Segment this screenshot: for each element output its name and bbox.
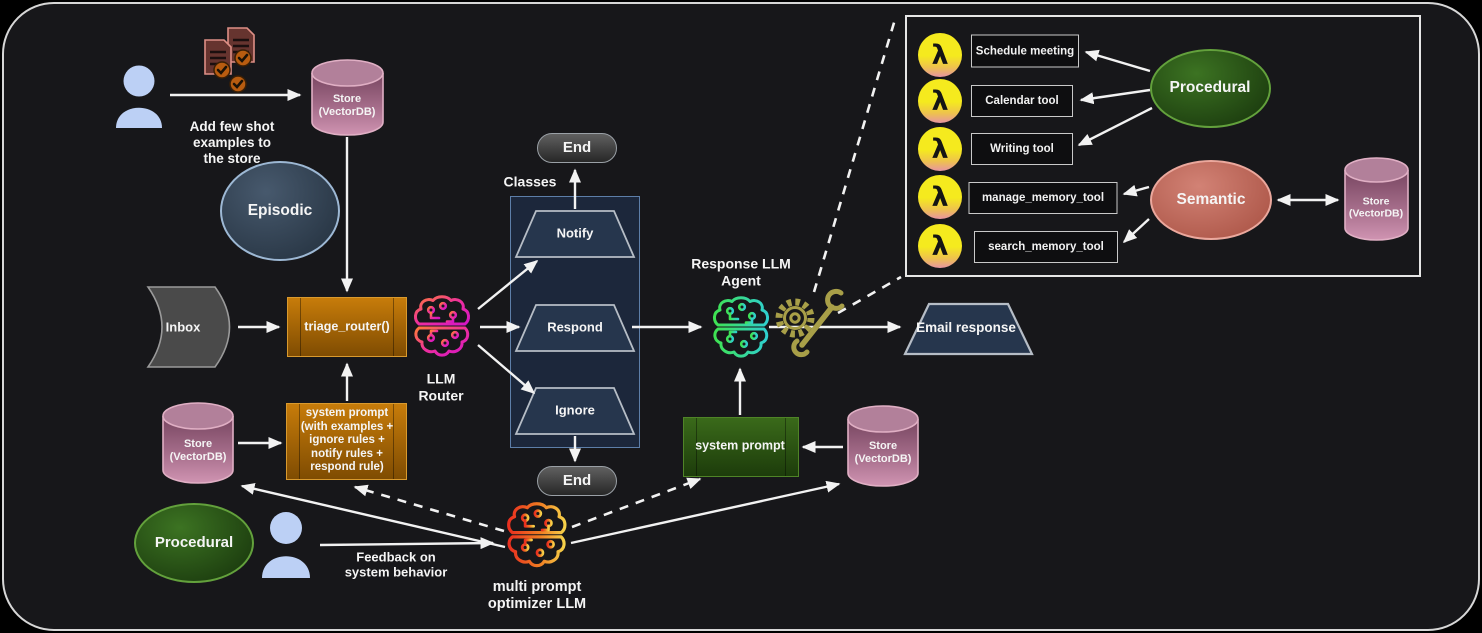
feedback-label: Feedback on system behavior [344, 549, 448, 580]
procedural-label-bottom: Procedural [154, 534, 234, 552]
tool-manage-memory: manage_memory_tool [968, 182, 1118, 214]
procedural-ellipse-panel [1150, 49, 1271, 128]
system-prompt-full-box [286, 403, 407, 480]
semantic-ellipse [1150, 160, 1272, 240]
lambda-icon-5: λ [918, 224, 962, 268]
system-prompt-box [683, 417, 799, 477]
lambda-icon-1: λ [918, 33, 962, 77]
tool-writing: Writing tool [971, 133, 1073, 165]
gear-icon [775, 298, 815, 338]
optimizer-brain-icon [507, 502, 567, 568]
add-examples-label: Add few shot examples to the store [189, 119, 275, 166]
system-prompt-full-label: system prompt (with examples + ignore ru… [300, 407, 394, 474]
semantic-label: Semantic [1176, 190, 1246, 208]
notify-trapezoid [514, 210, 636, 258]
wrench-icon [791, 288, 845, 358]
llm-router-brain-icon [413, 295, 471, 357]
lambda-icon-4: λ [918, 175, 962, 219]
end-label-bottom: End [562, 472, 592, 490]
store-cylinder-episodic [311, 59, 384, 136]
store-cylinders [162, 59, 1409, 487]
optimizer-label: multi prompt optimizer LLM [487, 578, 587, 612]
tool-schedule-meeting: Schedule meeting [971, 34, 1079, 68]
end-pill-top [537, 133, 617, 163]
procedural-ellipse-bottom [134, 503, 254, 583]
notify-label: Notify [556, 225, 594, 241]
dashed-connectors [353, 15, 902, 533]
response-agent-brain-icon [712, 296, 770, 358]
store-label-semantic: Store (VectorDB) [1348, 195, 1404, 220]
feedback-person-icon [262, 512, 310, 578]
procedural-label-panel: Procedural [1169, 78, 1251, 96]
lambda-icon-3: λ [918, 127, 962, 171]
triage-router-box [287, 297, 407, 357]
end-label-top: End [562, 139, 592, 157]
response-agent-label: Response LLM Agent [691, 255, 791, 288]
user-person-icon [116, 65, 162, 128]
system-prompt-label: system prompt [695, 438, 785, 453]
documents-icon [204, 27, 255, 93]
respond-label: Respond [547, 319, 603, 335]
episodic-label: Episodic [247, 201, 313, 219]
check-badge-icons [213, 49, 252, 93]
store-cylinder-semantic [1344, 157, 1409, 241]
lambda-icon-2: λ [918, 79, 962, 123]
ignore-label: Ignore [555, 402, 595, 418]
inbox-label: Inbox [165, 319, 201, 335]
triage-router-label: triage_router() [304, 319, 390, 334]
classes-label: Classes [503, 173, 557, 190]
tool-search-memory: search_memory_tool [974, 231, 1118, 263]
inbox-shape [146, 286, 231, 368]
respond-trapezoid [514, 304, 636, 352]
store-cylinder-response [847, 405, 919, 487]
store-label-episodic: Store (VectorDB) [318, 93, 376, 118]
episodic-ellipse [220, 161, 340, 261]
store-label-response: Store (VectorDB) [854, 440, 912, 465]
llm-router-label: LLM Router [418, 370, 464, 403]
email-response-label: Email response [916, 320, 1016, 336]
memory-tools-panel [905, 15, 1421, 277]
tool-calendar: Calendar tool [971, 85, 1073, 117]
store-cylinder-procedural [162, 402, 234, 484]
store-label-procedural: Store (VectorDB) [169, 438, 227, 463]
email-response-trapezoid [903, 302, 1034, 356]
ignore-trapezoid [514, 387, 636, 435]
end-pill-bottom [537, 466, 617, 496]
